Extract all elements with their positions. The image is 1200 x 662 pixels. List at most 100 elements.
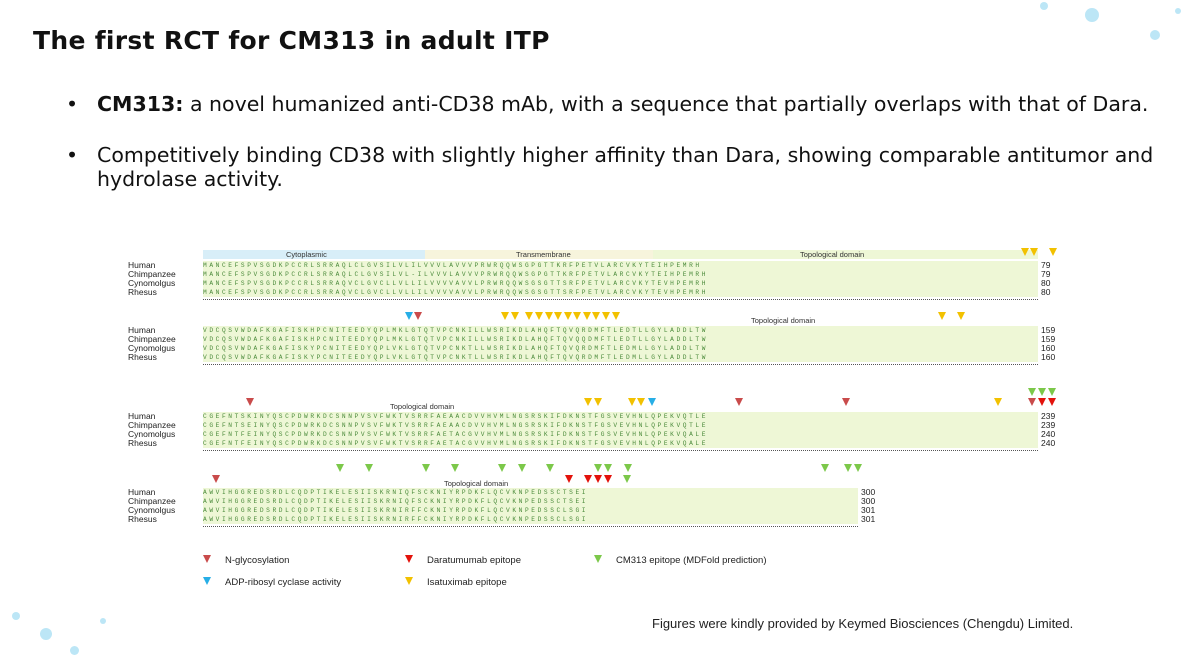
epitope-marker-icon bbox=[584, 475, 592, 483]
epitope-marker-icon bbox=[414, 312, 422, 320]
triangle-marker-icon bbox=[203, 555, 211, 564]
species-label: Human bbox=[128, 487, 156, 497]
species-label: Chimpanzee bbox=[128, 269, 176, 279]
epitope-marker-icon bbox=[637, 398, 645, 406]
figure-credit: Figures were kindly provided by Keymed B… bbox=[652, 616, 1074, 631]
epitope-marker-icon bbox=[1030, 248, 1038, 256]
bullet-binding: Competitively binding CD38 with slightly… bbox=[66, 143, 1176, 191]
sequence-position-number: 301 bbox=[861, 505, 876, 515]
epitope-marker-icon bbox=[1021, 248, 1029, 256]
triangle-marker-icon bbox=[594, 555, 602, 564]
species-label: Chimpanzee bbox=[128, 496, 176, 506]
sequence-text: AWVIHGGREDSRDLCQDPTIKELESIISKRNIQFSCKNIY… bbox=[203, 497, 858, 506]
decorative-dot bbox=[12, 612, 20, 620]
sequence-position-number: 240 bbox=[1041, 429, 1056, 439]
sequence-text: MANCEFSPVSGDKPCCRLSRRAQLCLGVSILVLILVVVLA… bbox=[203, 261, 1038, 270]
region-label-topological: Topological domain bbox=[800, 250, 865, 259]
sequence-text: MANCEFSPVSGDKPCCRLSRRAQVCLGVCLLVLLILVVVV… bbox=[203, 279, 1038, 288]
epitope-marker-icon bbox=[604, 475, 612, 483]
epitope-marker-icon bbox=[365, 464, 373, 472]
sequence-text: VDCQSVWDAFKGAFISKHPCNITEEDYQPLMKLGTQTVPC… bbox=[203, 335, 1038, 344]
slide-title: The first RCT for CM313 in adult ITP bbox=[33, 26, 550, 55]
species-label: Rhesus bbox=[128, 287, 157, 297]
region-label-topological: Topological domain bbox=[751, 316, 816, 325]
species-label: Rhesus bbox=[128, 514, 157, 524]
epitope-marker-icon bbox=[821, 464, 829, 472]
sequence-text: CGEFNTFEINYQSCPDWRKDCSNNPVSVFWKTVSRRFAET… bbox=[203, 430, 1038, 439]
sequence-text: AWVIHGGREDSRDLCQDPTIKELESIISKRNIQFSCKNIY… bbox=[203, 488, 858, 497]
legend-n-glycosylation: N-glycosylation bbox=[203, 555, 289, 566]
epitope-marker-icon bbox=[1028, 398, 1036, 406]
epitope-marker-icon bbox=[604, 464, 612, 472]
species-label: Rhesus bbox=[128, 438, 157, 448]
epitope-marker-icon bbox=[735, 398, 743, 406]
bullet-text: a novel humanized anti-CD38 mAb, with a … bbox=[183, 92, 1149, 116]
conservation-dots bbox=[203, 364, 1038, 369]
epitope-marker-icon bbox=[451, 464, 459, 472]
decorative-dot bbox=[1085, 8, 1099, 22]
decorative-dot bbox=[1175, 8, 1181, 14]
epitope-marker-icon bbox=[573, 312, 581, 320]
species-label: Chimpanzee bbox=[128, 420, 176, 430]
sequence-text: CGEFNTSEINYQSCPDWRKDCSNNPVSVFWKTVSRRFAEA… bbox=[203, 421, 1038, 430]
cytoplasmic-band bbox=[203, 250, 425, 259]
epitope-marker-icon bbox=[938, 312, 946, 320]
epitope-marker-icon bbox=[518, 464, 526, 472]
sequence-position-number: 79 bbox=[1041, 269, 1051, 279]
epitope-marker-icon bbox=[612, 312, 620, 320]
epitope-marker-icon bbox=[594, 464, 602, 472]
epitope-marker-icon bbox=[623, 475, 631, 483]
sequence-position-number: 80 bbox=[1041, 278, 1051, 288]
sequence-text: MANCEFSPVSGDKPCCRLSRRAQVCLGVCLLVLLILVVVV… bbox=[203, 288, 1038, 297]
sequence-position-number: 239 bbox=[1041, 420, 1056, 430]
sequence-text: AWVIHGGREDSRDLCQDPTIKELESIISKRNIRFFCKNIY… bbox=[203, 515, 858, 524]
legend-label: N-glycosylation bbox=[225, 555, 290, 566]
region-label-topological: Topological domain bbox=[390, 402, 455, 411]
epitope-marker-icon bbox=[501, 312, 509, 320]
epitope-marker-icon bbox=[535, 312, 543, 320]
epitope-marker-icon bbox=[511, 312, 519, 320]
sequence-text: MANCEFSPVSGDKPCCRLSRRAQLCLGVSILVL-ILVVVL… bbox=[203, 270, 1038, 279]
bullet-list: CM313: a novel humanized anti-CD38 mAb, … bbox=[66, 92, 1176, 218]
sequence-position-number: 300 bbox=[861, 496, 876, 506]
epitope-marker-icon bbox=[844, 464, 852, 472]
legend-adp-ribosyl: ADP-ribosyl cyclase activity bbox=[203, 577, 341, 588]
epitope-marker-icon bbox=[602, 312, 610, 320]
sequence-position-number: 80 bbox=[1041, 287, 1051, 297]
epitope-marker-icon bbox=[1048, 388, 1056, 396]
conservation-dots bbox=[203, 299, 1038, 304]
triangle-marker-icon bbox=[203, 577, 211, 586]
legend-cm313: CM313 epitope (MDFold prediction) bbox=[594, 555, 766, 566]
epitope-marker-icon bbox=[648, 398, 656, 406]
epitope-marker-icon bbox=[624, 464, 632, 472]
decorative-dot bbox=[100, 618, 106, 624]
sequence-text: VDCQSVWDAFKGAFISKHPCNITEEDYQPLMKLGTQTVPC… bbox=[203, 326, 1038, 335]
bullet-cm313: CM313: a novel humanized anti-CD38 mAb, … bbox=[66, 92, 1176, 116]
epitope-marker-icon bbox=[565, 475, 573, 483]
sequence-text: VDCQSVWDAFKGAFISKYPCNITEEDYQPLVKLGTQTVPC… bbox=[203, 353, 1038, 362]
sequence-position-number: 239 bbox=[1041, 411, 1056, 421]
species-label: Cynomolgus bbox=[128, 278, 176, 288]
epitope-marker-icon bbox=[994, 398, 1002, 406]
species-label: Rhesus bbox=[128, 352, 157, 362]
sequence-text: CGEFNTSKINYQSCPDWRKDCSNNPVSVFWKTVSRRFAEA… bbox=[203, 412, 1038, 421]
epitope-marker-icon bbox=[594, 398, 602, 406]
species-label: Cynomolgus bbox=[128, 505, 176, 515]
decorative-dot bbox=[40, 628, 52, 640]
legend-label: Daratumumab epitope bbox=[427, 555, 521, 566]
species-label: Cynomolgus bbox=[128, 429, 176, 439]
sequence-position-number: 240 bbox=[1041, 438, 1056, 448]
sequence-position-number: 160 bbox=[1041, 343, 1056, 353]
epitope-marker-icon bbox=[212, 475, 220, 483]
region-label-cytoplasmic: Cytoplasmic bbox=[286, 250, 327, 259]
epitope-marker-icon bbox=[854, 464, 862, 472]
epitope-marker-icon bbox=[336, 464, 344, 472]
epitope-marker-icon bbox=[564, 312, 572, 320]
transmembrane-band bbox=[425, 250, 653, 259]
epitope-marker-icon bbox=[584, 398, 592, 406]
epitope-marker-icon bbox=[628, 398, 636, 406]
conservation-dots bbox=[203, 526, 858, 531]
epitope-marker-icon bbox=[546, 464, 554, 472]
sequence-text: AWVIHGGREDSRDLCQDPTIKELESIISKRNIRFFCKNIY… bbox=[203, 506, 858, 515]
region-label-topological: Topological domain bbox=[444, 479, 509, 488]
